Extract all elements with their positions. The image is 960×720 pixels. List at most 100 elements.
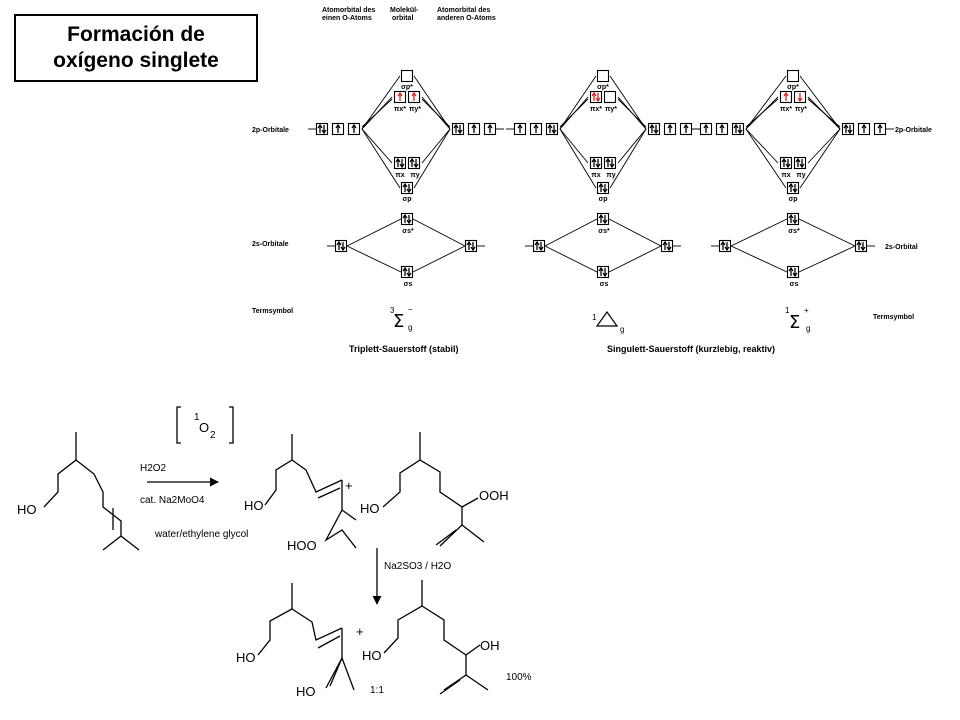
sigma-s-orbital [786,265,800,279]
s-left-orbital [532,239,546,253]
sigma-s-label: σs [600,281,609,288]
p-corr-right-3 [799,128,841,189]
p-left-1-orbital-up-head [703,123,709,129]
term-sigma-sym: Σ [789,312,800,333]
sigma-p-orbital-box [400,181,414,195]
sigma-p-orbital-box [786,181,800,195]
product-ooh-terminal-structure [382,432,485,547]
p-right-2-orbital-up-head [471,123,477,129]
s-left-orbital-box [718,239,732,253]
header-mo-1: Molekül- [390,7,419,14]
sigma-p-star-orbital [596,69,610,83]
pi-x-star-orbital-up-head [783,91,789,97]
sigma-p-star-label: σp* [401,84,413,91]
p-right-1-orbital-down-head [457,129,463,135]
pi-y-orbital [407,156,421,170]
pi-x-orbital-box [589,156,603,170]
sigma-s-label: σs [790,281,799,288]
sigma-s-star-orbital [596,212,610,226]
pi-x-label: πx [781,172,790,179]
pi-y-star-orbital [603,90,617,104]
term-symbol-sigma-plus: 1 Σ + g [785,306,810,333]
p-corr-left-2 [361,128,393,164]
row-label-2s-left: 2s-Orbitale [252,241,289,248]
p-corr-left-extra [745,98,779,128]
s-left-orbital-down-head [724,246,730,252]
sigma-p-orbital [786,181,800,195]
pi-x-orbital-up-head [781,157,787,163]
s-right-orbital-up-head [662,240,668,246]
pi-y-orbital-up-head [795,157,801,163]
term-delta-triangle [595,310,619,327]
s-right-orbital [464,239,478,253]
header-left-atom-2: einen O-Atoms [322,15,372,22]
s-right-orbital [660,239,674,253]
s-right-orbital-up-head [856,240,862,246]
p-right-2-orbital-up-head [667,123,673,129]
term-triplet-charge: − [408,305,413,314]
row-label-term-right: Termsymbol [873,314,914,321]
sigma-s-star-orbital-down-head [792,219,798,225]
plus-top: + [345,478,353,493]
term-delta-sub: g [620,325,624,334]
sigma-s-orbital-box [786,265,800,279]
s-corr-3 [608,218,662,247]
reagent-solvent: water/ethylene glycol [154,529,248,540]
product-terminal-alcohol-structure [383,580,489,695]
citronellol-structure [43,432,140,551]
term-delta-sup: 1 [592,313,597,322]
term-sigma-charge: + [804,306,809,315]
product1-hoo-label: HOO [287,538,317,553]
mo-diagram: Atomorbital des einen O-Atoms Molekül- o… [252,7,932,354]
sigma-s-star-orbital [786,212,800,226]
p-corr-right-3 [609,128,647,189]
header-right-atom-1: Atomorbital des [437,7,490,14]
pi-x-star-orbital [779,90,793,104]
sigma-s-star-orbital-box [596,212,610,226]
term-triplet-sup: 3 [390,306,395,315]
p-left-1-orbital-box [315,122,329,136]
p-right-2-orbital [467,122,481,136]
p-left-3-orbital-up-head [733,123,739,129]
p-left-3-orbital-down-head [551,129,557,135]
pi-y-orbital-up-head [605,157,611,163]
term-symbol-triplet: 3 Σ − g [390,305,413,332]
p-left-3-orbital-box [545,122,559,136]
sigma-p-star-label: σp* [597,84,609,91]
sigma-s-orbital [596,265,610,279]
pi-x-orbital [393,156,407,170]
singlet-oxygen-main: O [199,420,209,435]
sigma-p-orbital-down-head [792,188,798,194]
p-left-2-orbital [715,122,729,136]
product4-ho-label: HO [362,648,382,663]
p-corr-right-extra [421,98,451,128]
s-corr-3 [798,218,856,247]
sigma-p-orbital-up-head [402,182,408,188]
pi-x-star-orbital [393,90,407,104]
p-corr-right-0 [609,75,647,130]
header-left-atom-1: Atomorbital des [322,7,375,14]
p-right-3-orbital [873,122,887,136]
p-left-2-orbital [529,122,543,136]
p-left-3-orbital-up-head [547,123,553,129]
sigma-p-star-orbital-box [596,69,610,83]
product-hoo-alkene-structure [264,434,357,549]
sigma-p-star-orbital [400,69,414,83]
row-label-term-left: Termsymbol [252,308,293,315]
pi-x-orbital-up-head [591,157,597,163]
p-right-2-orbital [857,122,871,136]
singlet-oxygen-sup: 1 [194,412,200,423]
s-left-orbital-up-head [534,240,540,246]
sigma-s-star-orbital-box [400,212,414,226]
pi-y-star-label: πy* [605,106,617,113]
reagent-catalyst: cat. Na2MoO4 [140,495,205,506]
s-corr-2 [544,245,598,273]
product4-oh-label: OH [480,638,500,653]
p-left-1-orbital-down-head [321,129,327,135]
slide-title-line-1: Formación de [67,23,205,46]
s-right-orbital-down-head [666,246,672,252]
p-corr-left-extra [361,98,393,128]
